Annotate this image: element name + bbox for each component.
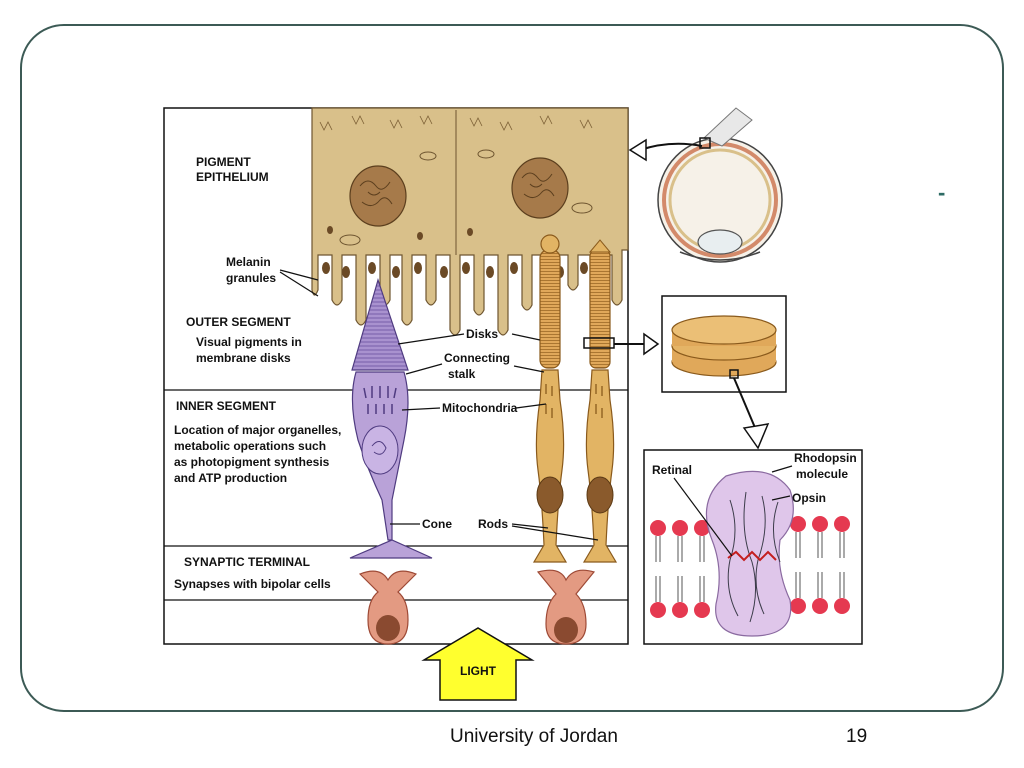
label-opsin: Opsin [792,491,826,505]
label-melanin-1: Melanin [226,255,271,269]
slide-frame [20,24,1004,712]
lipid-bilayer-left [650,520,710,618]
label-connecting-1: Connecting [444,351,510,365]
light-label: LIGHT [460,664,497,678]
label-inner-desc-1: Location of major organelles, [174,423,341,437]
label-outer-segment: OUTER SEGMENT [186,315,291,329]
label-rhodopsin-2: molecule [796,467,848,481]
label-synaptic-terminal: SYNAPTIC TERMINAL [184,555,310,569]
label-pigment-2: EPITHELIUM [196,170,269,184]
leader-lines [279,269,793,557]
nucleus-left [349,165,407,227]
label-melanin-2: granules [226,271,276,285]
label-disks: Disks [466,327,498,341]
slide-dash: - [938,180,946,205]
diagram-labels: PIGMENT EPITHELIUM Melanin granules OUTE… [174,155,857,591]
label-rhodopsin-1: Rhodopsin [794,451,857,465]
label-synapses: Synapses with bipolar cells [174,577,331,591]
label-pigment-1: PIGMENT [196,155,251,169]
label-retinal: Retinal [652,463,692,477]
label-visual-pigments-2: membrane disks [196,351,291,365]
label-visual-pigments-1: Visual pigments in [196,335,302,349]
eye-illustration [628,107,783,263]
footer-page-number: 19 [846,726,868,747]
label-rods: Rods [478,517,508,531]
rhodopsin-panel [643,449,863,645]
light-arrow [421,627,535,701]
bipolar-cells [358,569,596,645]
label-inner-segment: INNER SEGMENT [176,399,277,413]
label-cone: Cone [422,517,452,531]
label-inner-desc-4: and ATP production [174,471,287,485]
label-inner-desc-2: metabolic operations such [174,439,326,453]
label-inner-desc-3: as photopigment synthesis [174,455,330,469]
label-mitochondria: Mitochondria [442,401,518,415]
nucleus-right [511,157,569,219]
lipid-bilayer-right [790,516,850,614]
label-connecting-2: stalk [448,367,476,381]
cone-cell [349,277,433,559]
footer-organization: University of Jordan [450,726,618,747]
disk-stack-panel [583,295,787,450]
